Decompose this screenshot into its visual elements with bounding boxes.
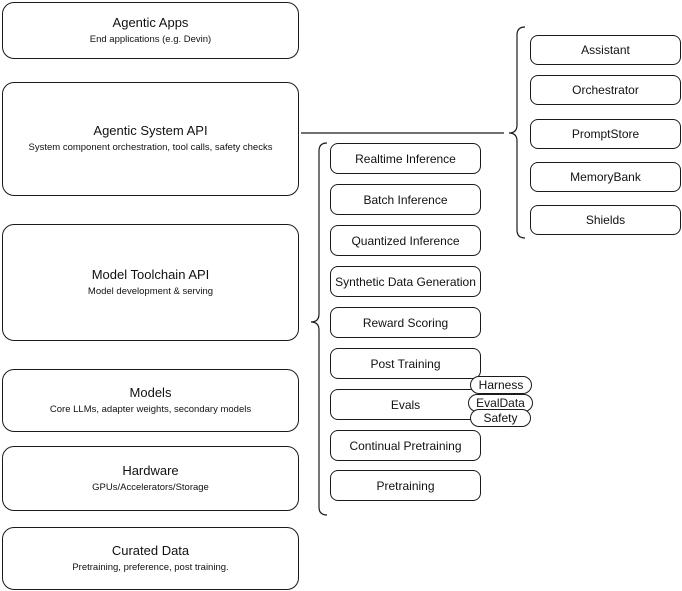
layer-subtitle: System component orchestration, tool cal… — [28, 142, 273, 153]
pill-label: Harness — [478, 378, 524, 392]
layer-box-agentic-system-api[interactable]: Agentic System API System component orch… — [2, 82, 299, 196]
toolchain-item-evals[interactable]: Evals — [330, 389, 481, 420]
chip-label: Evals — [390, 397, 421, 412]
chip-label: MemoryBank — [570, 170, 641, 184]
pill-label: Safety — [483, 411, 518, 425]
layer-subtitle: Pretraining, preference, post training. — [72, 561, 229, 573]
chip-label: Orchestrator — [572, 83, 639, 97]
chip-label: Quantized Inference — [351, 233, 460, 248]
layer-title: Agentic Apps — [112, 14, 189, 30]
chip-label: Shields — [585, 213, 626, 227]
layer-box-curated-data[interactable]: Curated Data Pretraining, preference, po… — [2, 527, 299, 590]
toolchain-item-post-training[interactable]: Post Training — [330, 348, 481, 379]
layer-subtitle: Model development & serving — [87, 285, 214, 297]
eval-pill-harness[interactable]: Harness — [470, 376, 532, 394]
right-group-bracket — [508, 26, 526, 239]
toolchain-item-batch-inference[interactable]: Batch Inference — [330, 184, 481, 215]
eval-pill-safety[interactable]: Safety — [470, 409, 531, 427]
system-component-orchestrator[interactable]: Orchestrator — [530, 75, 681, 105]
layer-box-hardware[interactable]: Hardware GPUs/Accelerators/Storage — [2, 446, 299, 511]
chip-label: Realtime Inference — [355, 151, 456, 166]
toolchain-item-continual-pretraining[interactable]: Continual Pretraining — [330, 430, 481, 461]
layer-title: Curated Data — [111, 542, 190, 558]
chip-label: Post Training — [370, 356, 441, 371]
layer-title: Model Toolchain API — [91, 266, 210, 282]
layer-subtitle: GPUs/Accelerators/Storage — [92, 481, 209, 493]
pill-label: EvalData — [476, 396, 525, 410]
layer-box-models[interactable]: Models Core LLMs, adapter weights, secon… — [2, 369, 299, 432]
chip-label: Pretraining — [376, 478, 435, 493]
chip-label: Synthetic Data Generation — [335, 274, 476, 289]
layer-title: Agentic System API — [93, 123, 208, 138]
toolchain-item-pretraining[interactable]: Pretraining — [330, 470, 481, 501]
layer-subtitle: End applications (e.g. Devin) — [89, 33, 212, 45]
toolchain-item-realtime-inference[interactable]: Realtime Inference — [330, 143, 481, 174]
system-component-shields[interactable]: Shields — [530, 205, 681, 235]
system-component-memorybank[interactable]: MemoryBank — [530, 162, 681, 192]
middle-group-bracket — [310, 142, 328, 516]
toolchain-item-quantized-inference[interactable]: Quantized Inference — [330, 225, 481, 256]
layer-box-agentic-apps[interactable]: Agentic Apps End applications (e.g. Devi… — [2, 2, 299, 59]
toolchain-item-synthetic-data-generation[interactable]: Synthetic Data Generation — [330, 266, 481, 297]
chip-label: Batch Inference — [363, 192, 448, 207]
chip-label: Continual Pretraining — [349, 438, 462, 453]
layer-title: Models — [129, 384, 172, 400]
system-component-promptstore[interactable]: PromptStore — [530, 119, 681, 149]
system-component-assistant[interactable]: Assistant — [530, 35, 681, 65]
layer-title: Hardware — [122, 462, 179, 478]
chip-label: Assistant — [581, 43, 630, 57]
layer-box-model-toolchain-api[interactable]: Model Toolchain API Model development & … — [2, 224, 299, 341]
layer-subtitle: Core LLMs, adapter weights, secondary mo… — [49, 403, 252, 415]
chip-label: PromptStore — [571, 127, 640, 141]
chip-label: Reward Scoring — [362, 315, 449, 330]
toolchain-item-reward-scoring[interactable]: Reward Scoring — [330, 307, 481, 338]
